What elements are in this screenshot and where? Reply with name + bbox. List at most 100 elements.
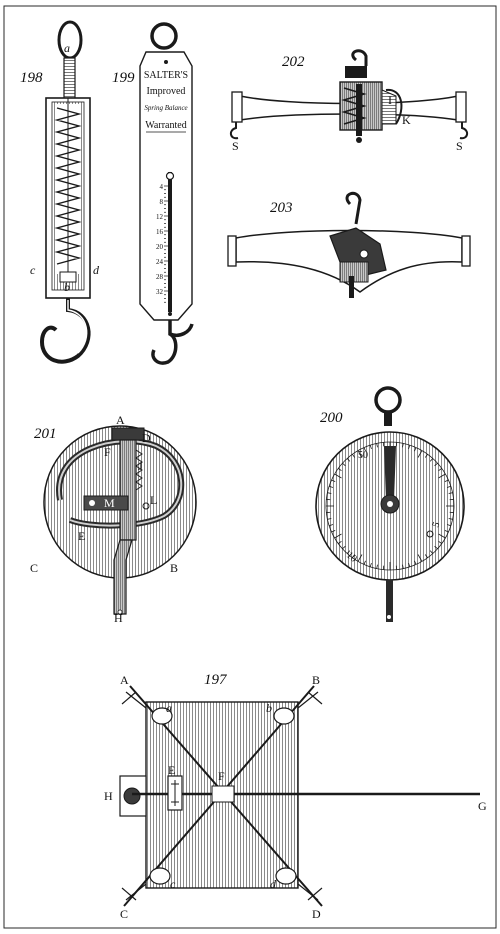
fig200-dial-tick: [438, 473, 446, 479]
fig200-dial-tick: [346, 458, 351, 462]
fig199-warranted: Warranted: [145, 120, 186, 131]
fig202-label-k: K: [402, 113, 411, 127]
fig197-label-e: E: [168, 763, 175, 777]
fig199-ring: [150, 22, 178, 50]
fig200-dial-tick: [438, 468, 443, 472]
fig199-improved: Improved: [147, 86, 186, 97]
fig201-pointer-block: [83, 495, 129, 511]
fig200-dial-ticks: [326, 442, 454, 570]
fig197-label-g: G: [478, 799, 487, 813]
figure-201-circular-balance-mechanism: 201 A D F J M L E C B H: [30, 413, 197, 625]
fig198-coil-spring: [54, 107, 82, 265]
fig200-dial-tick: [357, 554, 363, 562]
figure-200-number: 200: [320, 410, 343, 426]
figure-199-number: 199: [112, 70, 135, 86]
fig198-ring: [57, 20, 83, 60]
fig199-scale-label: 12: [156, 213, 164, 221]
fig197-pivot-h: [123, 787, 141, 805]
fig199-scale-label: 4: [160, 183, 164, 191]
fig200-dial-tick: [408, 445, 411, 450]
fig202-label-s-left: S: [232, 139, 239, 153]
fig197-corner-c: c: [170, 877, 176, 891]
fig197-label-d: D: [312, 907, 321, 921]
fig200-dial-tick: [352, 453, 356, 458]
fig201-label-b: B: [170, 561, 178, 575]
fig201-label-m: M: [104, 496, 115, 510]
fig200-dial-tick: [448, 518, 453, 520]
fig200-dial-tick: [414, 447, 417, 452]
fig200-dial-tick: [357, 450, 363, 458]
fig197-label-a: A: [120, 673, 129, 687]
fig199-scale-label: 16: [156, 228, 164, 236]
fig200-dial-tick: [429, 458, 434, 462]
figure-201-number: 201: [34, 426, 57, 442]
fig201-label-l: L: [150, 493, 157, 507]
fig200-dial-tick: [402, 564, 404, 569]
fig198-label-d: d: [93, 263, 100, 277]
fig197-label-c: C: [120, 907, 128, 921]
figure-198-spring-balance: 198 a c d b: [20, 20, 100, 364]
fig197-corner-a: a: [166, 701, 172, 715]
fig201-label-f: F: [104, 445, 111, 459]
figure-199-salters-balance: 199 SALTER'S Improved Spring Balance War…: [112, 22, 194, 365]
figure-203-number: 203: [270, 200, 293, 216]
fig200-dial-tick: [331, 530, 336, 533]
fig198-label-b: b: [64, 280, 70, 294]
fig200-dial-tick: [446, 524, 451, 527]
fig200-dial-tick: [329, 524, 334, 527]
fig200-dial-tick: [369, 562, 372, 567]
fig199-scale-label: 32: [156, 288, 164, 296]
fig201-label-a: A: [116, 413, 125, 427]
fig200-dial-tick: [444, 479, 449, 482]
fig199-scale-label: 24: [156, 258, 164, 266]
fig200-dial-tick: [417, 450, 423, 458]
fig200-dial-tick: [438, 540, 443, 544]
fig197-corner-d: d: [270, 877, 277, 891]
fig200-dial-tick: [346, 550, 351, 554]
fig199-slot: [168, 172, 172, 312]
fig198-hook: [39, 298, 91, 364]
fig199-hook: [151, 320, 194, 365]
fig202-label-i: I: [388, 93, 392, 107]
fig200-dial-tick: [337, 468, 342, 472]
fig198-label-a: a: [64, 41, 70, 55]
fig200-dial-tick: [414, 560, 417, 565]
fig200-mark-50: 50: [358, 450, 368, 461]
fig202-label-s-right: S: [456, 139, 463, 153]
fig200-stem: [386, 580, 393, 622]
fig200-dial-tick: [402, 443, 404, 448]
fig200-dial-tick: [448, 492, 453, 494]
figure-198-number: 198: [20, 70, 43, 86]
fig197-label-h: H: [104, 789, 113, 803]
fig200-dial-tick: [424, 554, 428, 559]
fig200-dial-tick: [444, 530, 449, 533]
figure-197-platform-balance: 197 a b c d A B C D E F G H: [104, 672, 487, 921]
fig197-label-f: F: [218, 769, 225, 783]
fig198-shank: [63, 57, 76, 99]
figure-202-steelyard: 202 S S I K: [230, 49, 468, 153]
fig200-dial-tick: [438, 533, 446, 539]
fig200-dial-tick: [337, 540, 342, 544]
fig200-dial-tick: [408, 562, 411, 567]
fig200-dial-tick: [434, 545, 438, 550]
fig200-dial-tick: [376, 564, 378, 569]
fig200-dial-tick: [334, 533, 342, 539]
fig201-label-c: C: [30, 561, 38, 575]
fig200-dial-tick: [352, 554, 356, 559]
fig200-pointer: [384, 446, 396, 500]
fig199-spring-balance: Spring Balance: [144, 104, 187, 112]
fig201-label-j: J: [138, 459, 143, 473]
fig200-dial-tick: [327, 492, 332, 494]
fig201-label-d: D: [142, 431, 151, 445]
fig201-label-e: E: [78, 529, 85, 543]
fig197-label-b: B: [312, 673, 320, 687]
figure-203-steelyard-variant: 203: [227, 191, 471, 298]
fig198-label-c: c: [30, 263, 36, 277]
fig200-dial-tick: [446, 485, 451, 488]
fig200-ring: [374, 386, 402, 414]
fig201-top-plate: [111, 427, 145, 441]
fig199-scale-label: 20: [156, 243, 164, 251]
fig200-dial-tick: [429, 550, 434, 554]
fig199-maker: SALTER'S: [144, 70, 188, 81]
